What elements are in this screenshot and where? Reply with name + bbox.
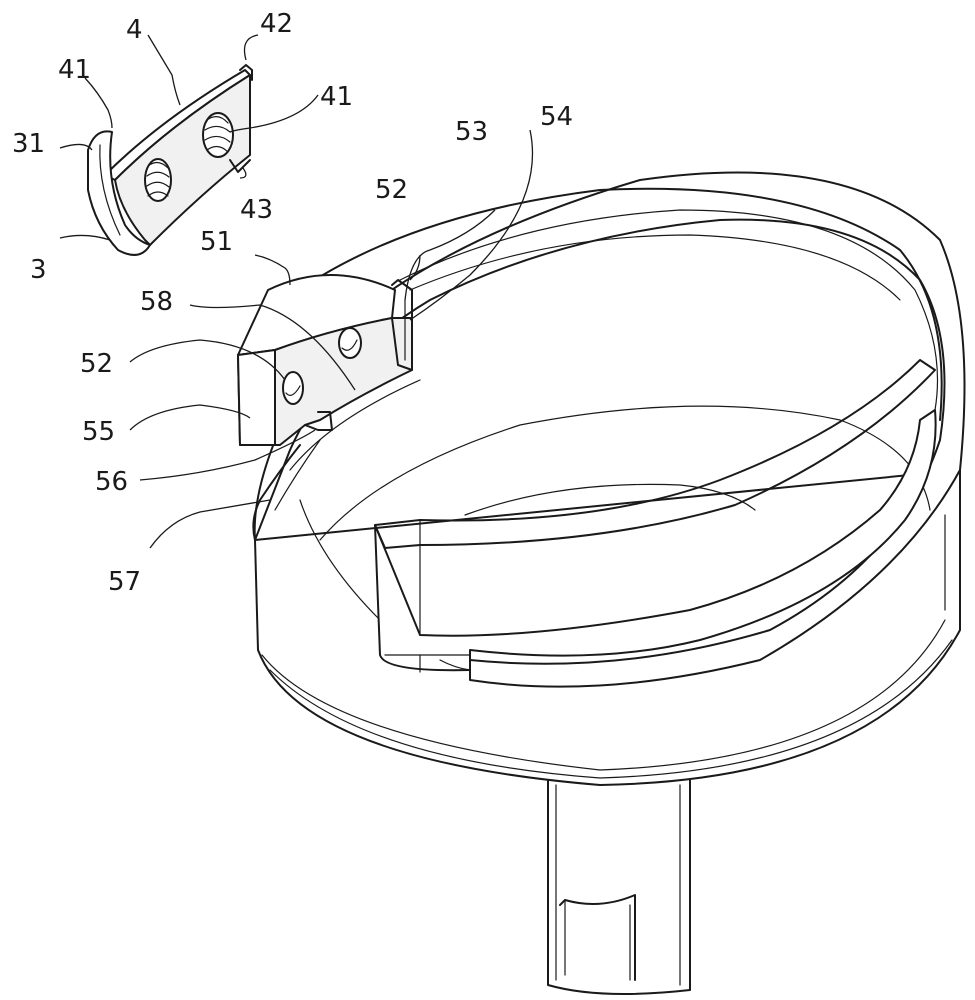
label-53: 53 [455, 117, 488, 147]
label-51: 51 [200, 227, 233, 257]
label-56: 56 [95, 467, 128, 497]
label-57: 57 [108, 567, 141, 597]
hole-52-lower [283, 372, 303, 404]
hole-52-upper [339, 328, 361, 358]
ring-body [255, 173, 965, 786]
label-54: 54 [540, 102, 573, 132]
label-58: 58 [140, 287, 173, 317]
label-52-upper: 52 [375, 175, 408, 205]
label-31: 31 [12, 129, 45, 159]
label-41-right: 41 [320, 82, 353, 112]
label-55: 55 [82, 417, 115, 447]
label-52-lower: 52 [80, 349, 113, 379]
label-3: 3 [30, 255, 47, 285]
label-41-left: 41 [58, 55, 91, 85]
label-43: 43 [240, 195, 273, 225]
label-42: 42 [260, 9, 293, 39]
label-4: 4 [126, 15, 143, 45]
shaft [548, 780, 690, 994]
